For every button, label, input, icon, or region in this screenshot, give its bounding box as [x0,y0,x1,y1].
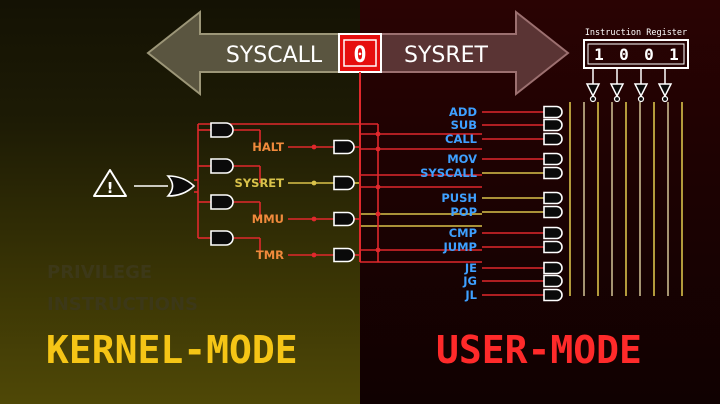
decoder-and-gate [543,205,563,219]
decoder-and-gate [543,274,563,288]
not-gate-icon [609,83,625,98]
decoder-and-gate [543,226,563,240]
warning-symbol: ! [107,179,114,197]
register-bit: 1 [594,45,604,64]
signal-and-gate [333,175,355,191]
user-mode-label: USER-MODE [436,328,642,372]
not-gate-bubble [613,95,621,103]
register-bit: 0 [619,45,629,64]
register-inner-box [587,43,685,65]
kernel-signal-label: HALT [252,140,284,154]
instruction-label: POP [450,205,477,219]
decoder-and-gate [543,288,563,302]
logic-gates [166,68,673,302]
register-title: Instruction Register [585,28,687,38]
decoder-and-gate [543,240,563,254]
decoder-and-gate [543,118,563,132]
instruction-label: CMP [449,226,477,240]
wire-junction [311,252,317,258]
signal-and-gate [333,211,355,227]
kernel-mode-label: KERNEL-MODE [46,328,298,372]
wire-junction [311,216,317,222]
mode-bit-inner [343,39,377,67]
register-bit: 0 [644,45,654,64]
wire-junction [311,144,317,150]
warning-icon: ! [93,169,127,197]
instruction-label: CALL [445,132,478,146]
wiring [134,102,683,296]
instruction-label: PUSH [441,191,477,205]
instruction-label: MOV [447,152,477,166]
decoder-and-gate [543,191,563,205]
not-gate-icon [657,83,673,98]
wire-junction [311,180,317,186]
instruction-label: SUB [451,118,477,132]
not-gate-bubble [637,95,645,103]
mode-bit-value: 0 [353,43,366,68]
privilege-or-gate [166,175,196,197]
arrow-left-label: SYSCALL [226,43,323,68]
instruction-label: JUMP [443,240,478,254]
kernel-signal-label: SYSRET [235,176,285,190]
register-bit: 1 [669,45,679,64]
instruction-label: JG [462,274,477,288]
privilege-text-line-1: PRIVILEGE [47,262,153,283]
mode-switch-arrow: SYSCALL 0 SYSRET [146,9,570,97]
instruction-label: JE [464,261,477,275]
kernel-signal-label: MMU [252,212,284,226]
decoder-and-gate [543,132,563,146]
privilege-and-gate [210,122,234,138]
privilege-and-gate [210,230,234,246]
kernel-signal-label: TMR [256,248,284,262]
decoder-and-gate [543,152,563,166]
signal-and-gate [333,139,355,155]
decoder-and-gate [543,261,563,275]
not-gate-bubble [589,95,597,103]
instruction-label: ADD [449,105,477,119]
instruction-label: SYSCALL [420,166,478,180]
privilege-and-gate [210,158,234,174]
arrow-right-label: SYSRET [404,43,489,68]
register-box [583,39,689,69]
instruction-label: JL [464,288,477,302]
not-gate-icon [585,83,601,98]
privilege-and-gate [210,194,234,210]
not-gate-bubble [661,95,669,103]
signal-and-gate [333,247,355,263]
privilege-text-line-2: INSTRUCTIONS [47,294,198,315]
not-gate-icon [633,83,649,98]
decoder-and-gate [543,105,563,119]
decoder-and-gate [543,166,563,180]
